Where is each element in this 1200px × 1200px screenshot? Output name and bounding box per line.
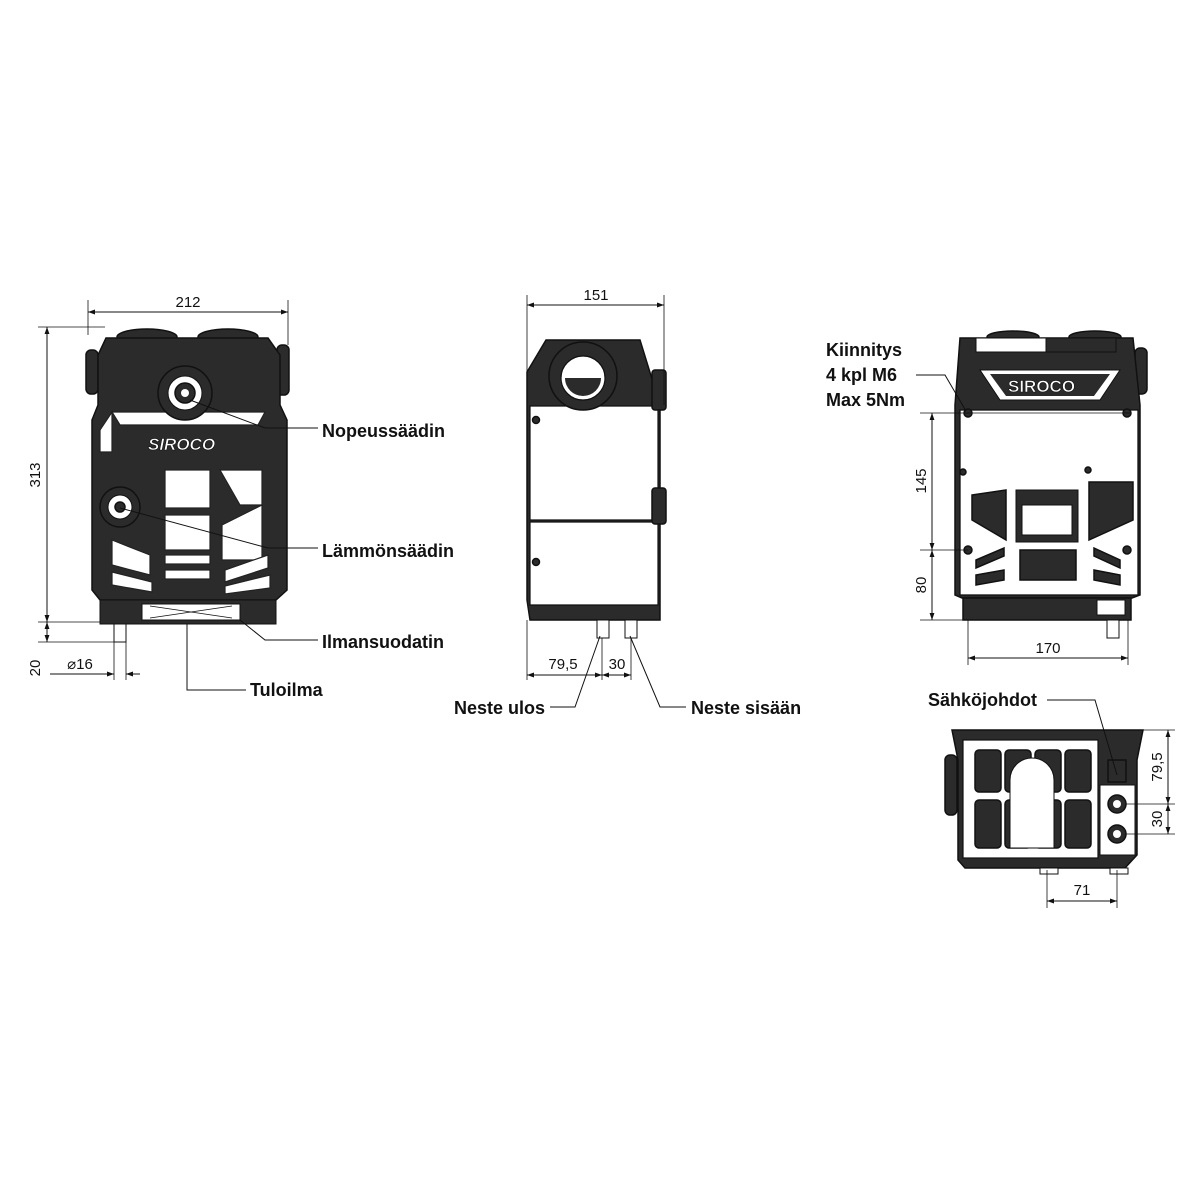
side-callouts: Neste ulos Neste sisään <box>454 635 801 718</box>
front-dimensions: 212 313 20 ⌀16 <box>27 294 289 680</box>
label-mounting-line1: Kiinnitys <box>826 340 902 360</box>
front-panel-slot-1 <box>164 554 211 565</box>
dim-offset-y-bottom: 79,5 <box>1149 752 1166 781</box>
side-dimensions: 151 79,5 30 <box>526 287 665 680</box>
front-panel-center-1 <box>164 469 211 509</box>
dim-height-front: 313 <box>27 462 44 487</box>
pipe-out-stub <box>596 619 610 639</box>
front-panel-center-2 <box>164 514 211 551</box>
label-fluid-in: Neste sisään <box>691 698 801 718</box>
dim-width-rear: 170 <box>1035 640 1060 657</box>
label-mounting-line2: 4 kpl M6 <box>826 365 897 385</box>
bottom-view <box>944 729 1144 875</box>
bottom-side-vent-left <box>944 754 958 816</box>
label-electrical: Sähköjohdot <box>928 690 1037 710</box>
dim-pipe-spacing-bottom: 30 <box>1149 811 1166 828</box>
front-callouts: Nopeussäädin Lämmönsäädin Ilmansuodatin … <box>119 399 454 700</box>
rear-base <box>962 597 1132 621</box>
rear-vent-right <box>1088 481 1134 542</box>
label-air-filter: Ilmansuodatin <box>322 632 444 652</box>
heat-knob <box>99 486 141 528</box>
label-fluid-out: Neste ulos <box>454 698 545 718</box>
front-view: SIROCO <box>85 328 290 643</box>
pipe-in-stub <box>624 619 638 639</box>
rear-callout: Kiinnitys 4 kpl M6 Max 5Nm <box>826 340 967 412</box>
rear-vent-left <box>971 489 1007 542</box>
dim-depth-side: 151 <box>583 287 608 304</box>
dim-offset-x-bottom: 71 <box>1074 882 1091 899</box>
pipe-stub-rear <box>1106 619 1120 639</box>
side-clip-mid <box>651 487 667 525</box>
dim-pipe-spacing-side: 30 <box>609 656 626 673</box>
front-panel-left-low <box>111 539 151 576</box>
dim-diameter: ⌀16 <box>67 656 93 673</box>
brand-logo-rear: SIROCO <box>1008 377 1075 396</box>
rear-dimensions: 145 80 170 <box>913 412 1130 665</box>
dim-bottom-front: 20 <box>27 660 44 677</box>
bottom-dimensions: 79,5 30 71 <box>1046 729 1175 908</box>
dim-upper-height-rear: 145 <box>913 468 930 493</box>
pipe-stub-front <box>113 623 127 643</box>
side-panel-lower <box>529 521 659 606</box>
side-panel-light <box>529 405 659 521</box>
dim-width-front: 212 <box>175 294 200 311</box>
front-panel-right-low <box>224 554 269 583</box>
side-view <box>526 339 667 639</box>
speed-knob <box>157 365 213 421</box>
brand-logo-front: SIROCO <box>148 435 215 454</box>
rear-view: SIROCO <box>954 330 1148 639</box>
dim-lower-height-rear: 80 <box>913 577 930 594</box>
dim-outlet-offset: 79,5 <box>548 656 577 673</box>
label-speed-control: Nopeussäädin <box>322 421 445 441</box>
label-heat-control: Lämmönsäädin <box>322 541 454 561</box>
side-clip-upper <box>651 369 667 411</box>
front-panel-right-low-2 <box>224 574 271 595</box>
side-vent-left <box>85 349 99 395</box>
rear-lower-box <box>1019 549 1077 581</box>
bottom-cable-slot <box>1107 759 1127 783</box>
rear-top-strip-dark <box>1045 337 1117 353</box>
label-inlet-air: Tuloilma <box>250 680 324 700</box>
front-panel-left-low-2 <box>111 571 153 593</box>
front-panel-slot-2 <box>164 569 211 580</box>
mount-hole-bottom-right <box>1122 545 1132 555</box>
front-panel-top-band <box>99 410 113 453</box>
bottom-callout: Sähköjohdot <box>928 690 1118 776</box>
bottom-grille <box>974 749 1092 849</box>
label-mounting-line3: Max 5Nm <box>826 390 905 410</box>
